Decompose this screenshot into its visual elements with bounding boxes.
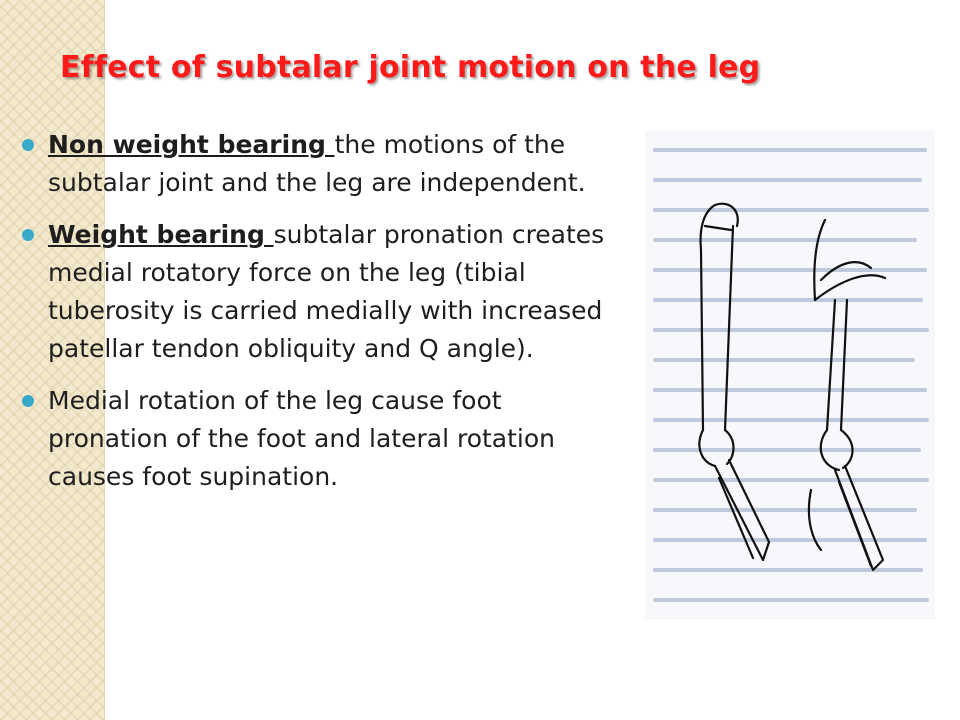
- slide-title: Effect of subtalar joint motion on the l…: [60, 50, 761, 85]
- bullet-dot-icon: [22, 139, 34, 151]
- bullet-list: Non weight bearing the motions of the su…: [22, 126, 612, 510]
- bullet-dot-icon: [22, 395, 34, 407]
- leg-foot-illustration: [645, 130, 935, 620]
- decorative-sidebar: [0, 0, 105, 720]
- bullet-dot-icon: [22, 229, 34, 241]
- bullet-text: Medial rotation of the leg cause foot pr…: [48, 386, 556, 491]
- bullet-non-weight-bearing: Non weight bearing the motions of the su…: [22, 126, 612, 202]
- bullet-term: Weight bearing: [48, 220, 274, 249]
- left-leg-sketch: [698, 202, 771, 562]
- bullet-text: subtalar pronation creates medial rotato…: [48, 220, 605, 363]
- bullet-text: the motions of the subtalar joint and th…: [48, 130, 586, 197]
- bullet-medial-rotation: Medial rotation of the leg cause foot pr…: [22, 382, 612, 496]
- bleed-through-text-lines: [653, 148, 929, 602]
- illustration-background: [645, 130, 935, 620]
- right-leg-sketch: [807, 218, 887, 572]
- bullet-term: Non weight bearing: [48, 130, 335, 159]
- bullet-weight-bearing: Weight bearing subtalar pronation create…: [22, 216, 612, 368]
